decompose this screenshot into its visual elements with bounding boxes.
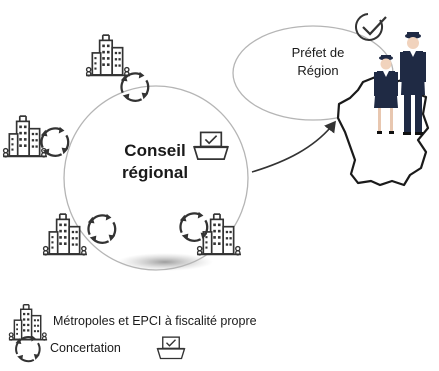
center-label-line1: Conseil [124,141,186,160]
legend-ballot-icon [156,336,186,360]
prefet-region-label: Préfet de Région [268,44,368,80]
circle-shadow [117,253,213,271]
prefect-officers-icon [374,32,426,135]
prefet-label-line2: Région [297,63,339,78]
governance-circle [63,85,249,271]
center-label-line2: régional [121,163,189,182]
legend-building-icon [8,303,48,341]
building-cluster-icon-bottom-left [42,213,88,256]
prefet-label-line1: Préfet de [291,45,345,60]
concertation-cycle-icon-bottom-left [86,212,117,244]
building-cluster-icon-top [85,34,131,77]
legend-metropoles-label: Métropoles et EPCI à fiscalité propre [53,314,257,328]
concertation-cycle-icon-bottom-right [178,210,209,242]
legend-concertation-label: Concertation [50,341,121,355]
building-cluster-icon-left [2,115,48,158]
arrow-to-prefect [251,120,336,173]
concertation-cycle-icon-left [39,125,70,157]
conseil-regional-label: Conseil régional [100,140,210,184]
checkmark-circle-icon [355,13,387,41]
